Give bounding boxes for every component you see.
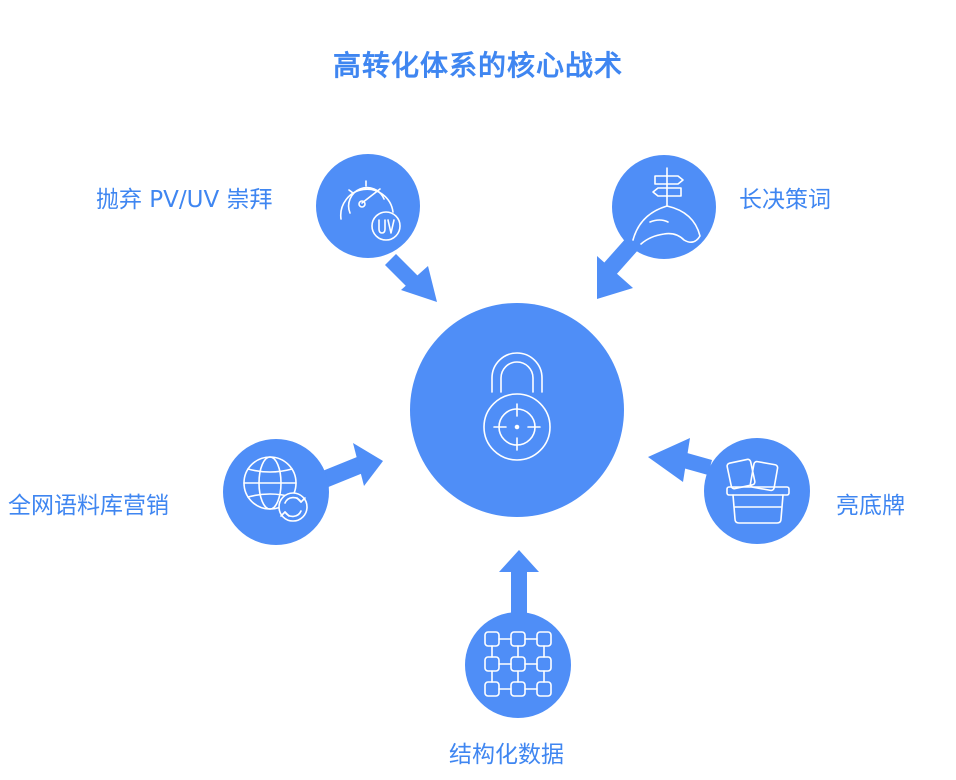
arrow-longtail: [597, 237, 639, 299]
cards-hat-icon: [726, 458, 790, 524]
node-circle-trump: [704, 438, 810, 544]
arrow-trump: [648, 438, 712, 482]
node-label-longtail: 长决策词: [739, 187, 831, 213]
node-label-pvuv: 抛弃 PV/UV 崇拜: [96, 187, 273, 213]
node-circle-structured: [465, 612, 571, 718]
node-label-structured: 结构化数据: [449, 742, 564, 768]
node-grid-icon: [484, 631, 552, 697]
lock-target-icon: [483, 352, 551, 461]
diagram-title: 高转化体系的核心战术: [332, 49, 623, 82]
speedometer-uv-icon: [339, 180, 401, 241]
node-label-corpus: 全网语料库营销: [8, 493, 169, 519]
arrow-structured: [499, 550, 539, 614]
node-circle-pvuv: [316, 154, 420, 258]
signpost-hill-icon: [632, 167, 701, 245]
arrow-pvuv: [385, 254, 437, 302]
node-label-trump: 亮底牌: [836, 493, 905, 519]
globe-refresh-icon: [243, 456, 308, 522]
node-circle-corpus: [223, 439, 329, 545]
